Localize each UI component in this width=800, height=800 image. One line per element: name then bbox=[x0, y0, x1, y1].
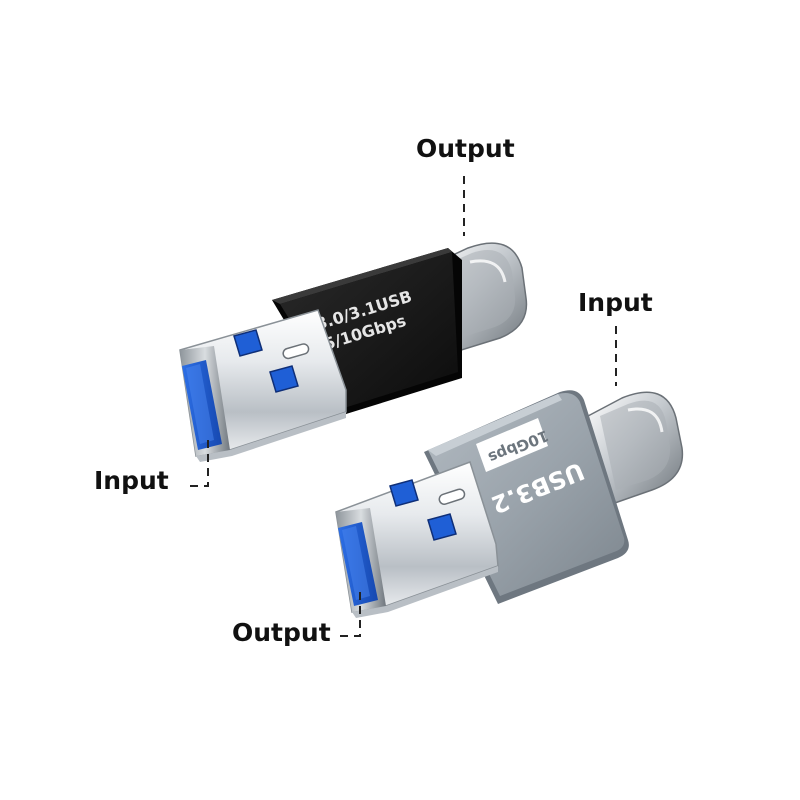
silver-usba-plug bbox=[335, 461, 499, 618]
leader-black-input bbox=[190, 440, 209, 487]
black-adapter: 3.0/3.1USB 5/10Gbps bbox=[179, 242, 528, 462]
callout-black-input: Input bbox=[94, 466, 169, 495]
callout-silver-input: Input bbox=[578, 288, 653, 317]
leader-silver-output bbox=[340, 590, 361, 637]
silver-adapter-badge bbox=[476, 418, 548, 472]
black-usba-plug bbox=[179, 309, 347, 462]
silver-adapter: 10Gbps USB3.2 bbox=[335, 390, 684, 618]
callout-black-output: Output bbox=[416, 134, 515, 163]
silver-usbc-plug bbox=[587, 391, 684, 505]
leader-lines bbox=[190, 176, 617, 637]
callout-silver-output: Output bbox=[232, 618, 331, 647]
